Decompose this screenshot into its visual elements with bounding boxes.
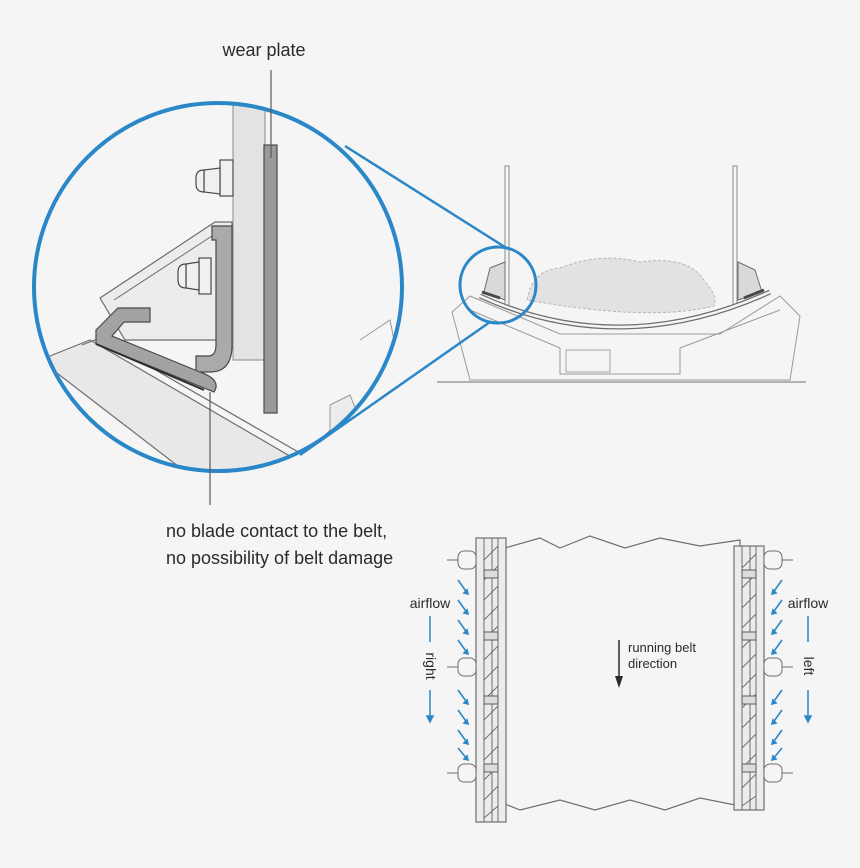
running-belt-label-line2: direction [628, 656, 677, 671]
left-label: left [801, 657, 817, 676]
belt-plan-view [425, 535, 813, 823]
airflow-arrows-right-icon [770, 579, 783, 762]
magnified-skirt-detail [34, 103, 402, 471]
wear-plate [263, 144, 278, 414]
airflow-label-right: airflow [788, 595, 829, 611]
wear-plate-label: wear plate [221, 40, 305, 60]
upper-bolt-icon [195, 159, 234, 197]
right-label: right [423, 652, 439, 679]
no-contact-label-line2: no possibility of belt damage [166, 548, 393, 568]
zoom-source-circle [458, 245, 538, 325]
no-contact-label-line1: no blade contact to the belt, [166, 521, 387, 541]
conveyor-cross-section [437, 165, 806, 383]
running-belt-label-line1: running belt [628, 640, 696, 655]
lower-bolt-icon [177, 257, 212, 295]
airflow-arrows-left-icon [457, 579, 470, 762]
airflow-label-left: airflow [410, 595, 451, 611]
zoom-magnifier-circle [32, 101, 404, 473]
